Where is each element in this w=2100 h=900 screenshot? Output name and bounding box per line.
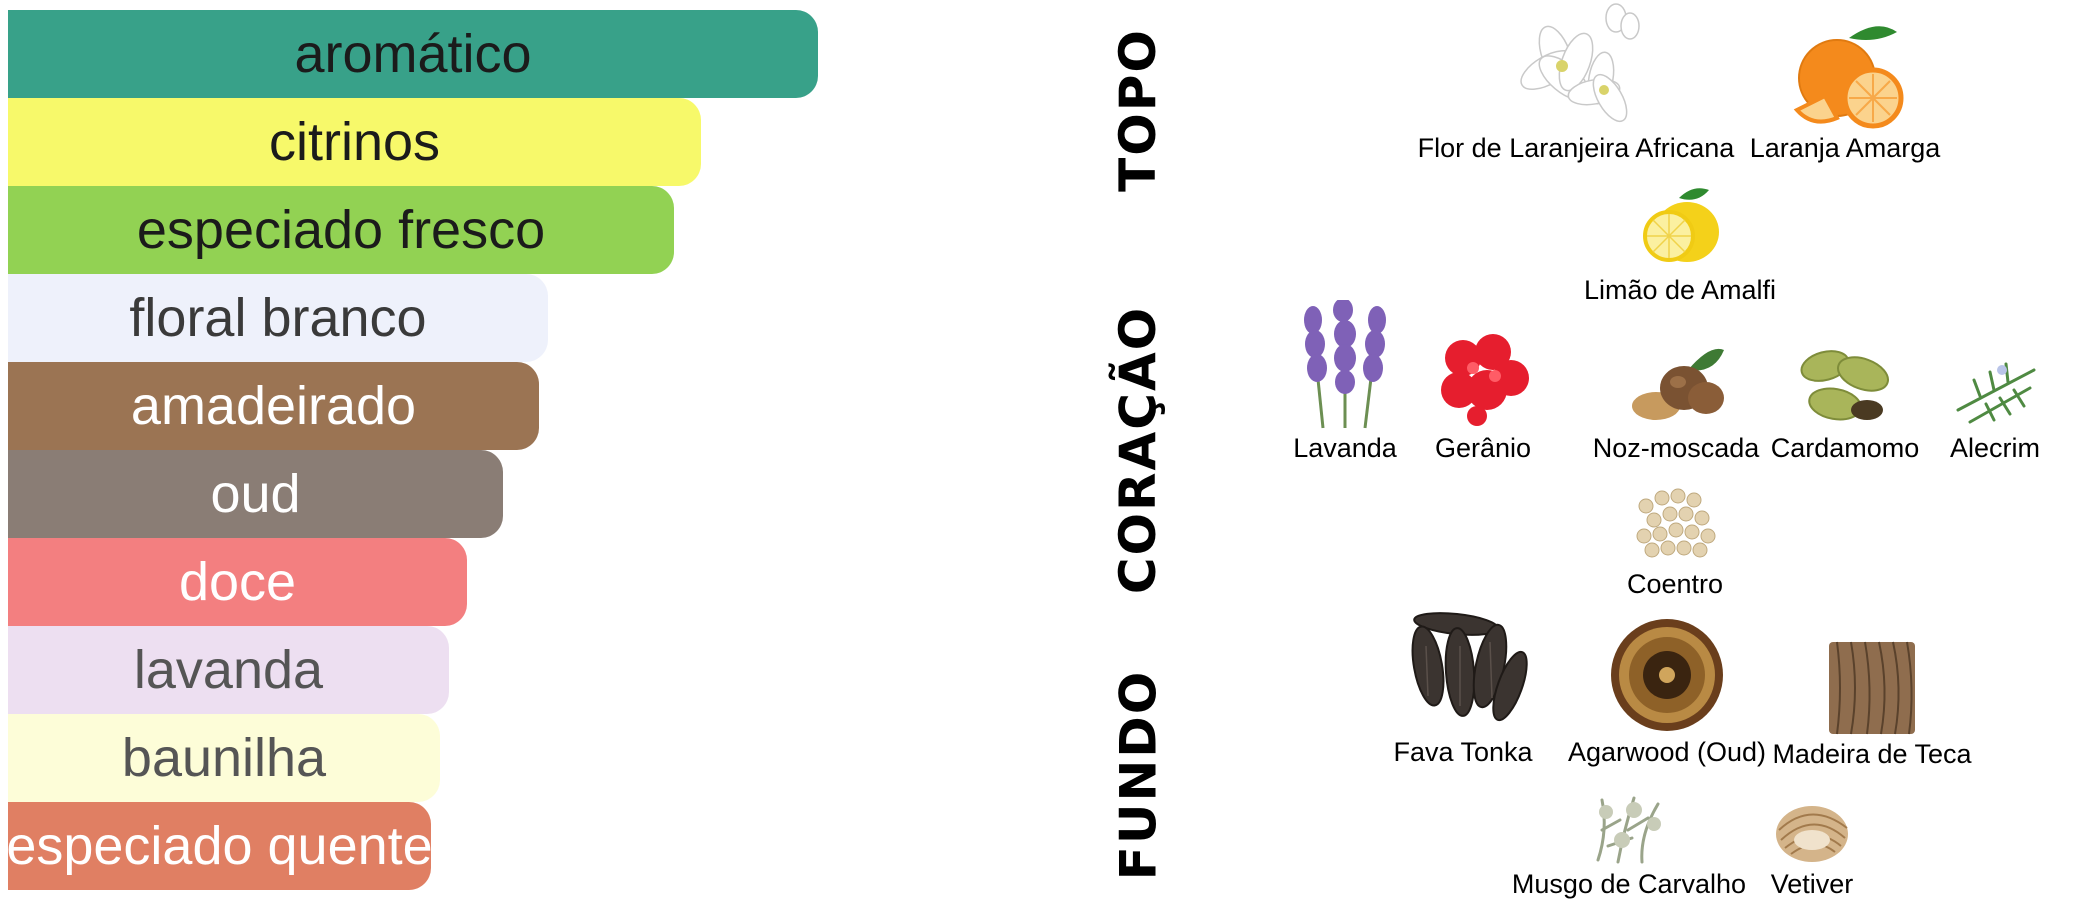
nutmeg-icon: [1632, 348, 1724, 420]
tier-title: CORAÇÃO: [1109, 305, 1168, 595]
notes-pyramid: TOPO CORAÇÃO FUNDO Flor de Laranjeira Af…: [1100, 0, 2100, 900]
tonka-bean-icon: [1411, 612, 1528, 722]
note-name: Limão de Amalfi: [1583, 275, 1777, 305]
accord-bar: aromático: [8, 10, 818, 98]
note-cardamomo[interactable]: Cardamomo: [1745, 340, 1945, 464]
accord-label: aromático: [294, 24, 532, 84]
note-name: Laranja Amarga: [1749, 133, 1941, 163]
note-name: Coentro: [1626, 569, 1724, 599]
accord-label: especiado fresco: [136, 200, 546, 260]
accord-label: floral branco: [129, 288, 427, 348]
accord-bar: especiado fresco: [8, 186, 674, 274]
note-name: Madeira de Teca: [1772, 739, 1972, 769]
cardamom-icon: [1800, 350, 1889, 421]
note-vetiver[interactable]: Vetiver: [1752, 790, 1872, 900]
accord-bar: floral branco: [8, 274, 548, 362]
accord-bar: oud: [8, 450, 503, 538]
note-flor-de-laranjeira-africana[interactable]: Flor de Laranjeira Africana: [1416, 0, 1736, 164]
note-name: Cardamomo: [1770, 433, 1920, 463]
note-name: Gerânio: [1434, 433, 1532, 463]
note-name: Agarwood (Oud): [1567, 737, 1767, 767]
accord-bar: doce: [8, 538, 467, 626]
lavender-icon: [1304, 300, 1386, 429]
vetiver-icon: [1776, 806, 1848, 862]
accord-bar: amadeirado: [8, 362, 539, 450]
orange-blossom-icon: [1520, 3, 1640, 123]
note-name: Fava Tonka: [1393, 737, 1533, 767]
note-alecrim[interactable]: Alecrim: [1930, 340, 2060, 464]
accord-label: baunilha: [121, 728, 327, 788]
teak-wood-icon: [1829, 641, 1915, 735]
accord-label: amadeirado: [130, 376, 417, 436]
accord-label: lavanda: [133, 640, 324, 700]
tier-title: TOPO: [1109, 28, 1168, 192]
coriander-icon: [1636, 488, 1716, 558]
note-lavanda[interactable]: Lavanda: [1280, 300, 1410, 464]
note-geranio[interactable]: Gerânio: [1418, 328, 1548, 464]
note-name: Lavanda: [1293, 433, 1397, 463]
accord-bar: citrinos: [8, 98, 701, 186]
accord-bar: lavanda: [8, 626, 449, 714]
accord-bar: baunilha: [8, 714, 440, 802]
note-musgo-de-carvalho[interactable]: Musgo de Carvalho: [1504, 790, 1754, 900]
tier-label-top: TOPO: [1100, 20, 1176, 200]
tier-label-base: FUNDO: [1100, 660, 1176, 890]
accord-label: oud: [210, 464, 301, 524]
note-madeira-de-teca[interactable]: Madeira de Teca: [1752, 640, 1992, 770]
note-limao-de-amalfi[interactable]: Limão de Amalfi: [1550, 182, 1810, 306]
note-noz-moscada[interactable]: Noz-moscada: [1566, 340, 1786, 464]
note-coentro[interactable]: Coentro: [1590, 486, 1760, 600]
oakmoss-icon: [1596, 796, 1661, 864]
accord-label: especiado quente: [6, 816, 433, 876]
lemon-icon: [1643, 188, 1719, 262]
note-laranja-amarga[interactable]: Laranja Amarga: [1730, 18, 1960, 164]
agarwood-icon: [1611, 619, 1723, 731]
bitter-orange-icon: [1793, 26, 1904, 129]
accord-bar: especiado quente: [6, 802, 433, 890]
tier-title: FUNDO: [1109, 669, 1167, 881]
accord-label: citrinos: [268, 112, 441, 172]
main-accords-list: aromático citrinos especiado fresco flor…: [6, 10, 908, 890]
tier-label-heart: CORAÇÃO: [1100, 300, 1176, 600]
note-name: Alecrim: [1949, 433, 2040, 463]
geranium-icon: [1441, 334, 1529, 426]
note-name: Musgo de Carvalho: [1511, 869, 1747, 899]
note-name: Vetiver: [1770, 869, 1854, 899]
rosemary-icon: [1956, 362, 2036, 424]
note-name: Flor de Laranjeira Africana: [1417, 133, 1735, 163]
note-fava-tonka[interactable]: Fava Tonka: [1383, 606, 1543, 768]
note-name: Noz-moscada: [1592, 433, 1760, 463]
accord-label: doce: [178, 552, 297, 612]
note-agarwood-oud[interactable]: Agarwood (Oud): [1542, 616, 1792, 768]
